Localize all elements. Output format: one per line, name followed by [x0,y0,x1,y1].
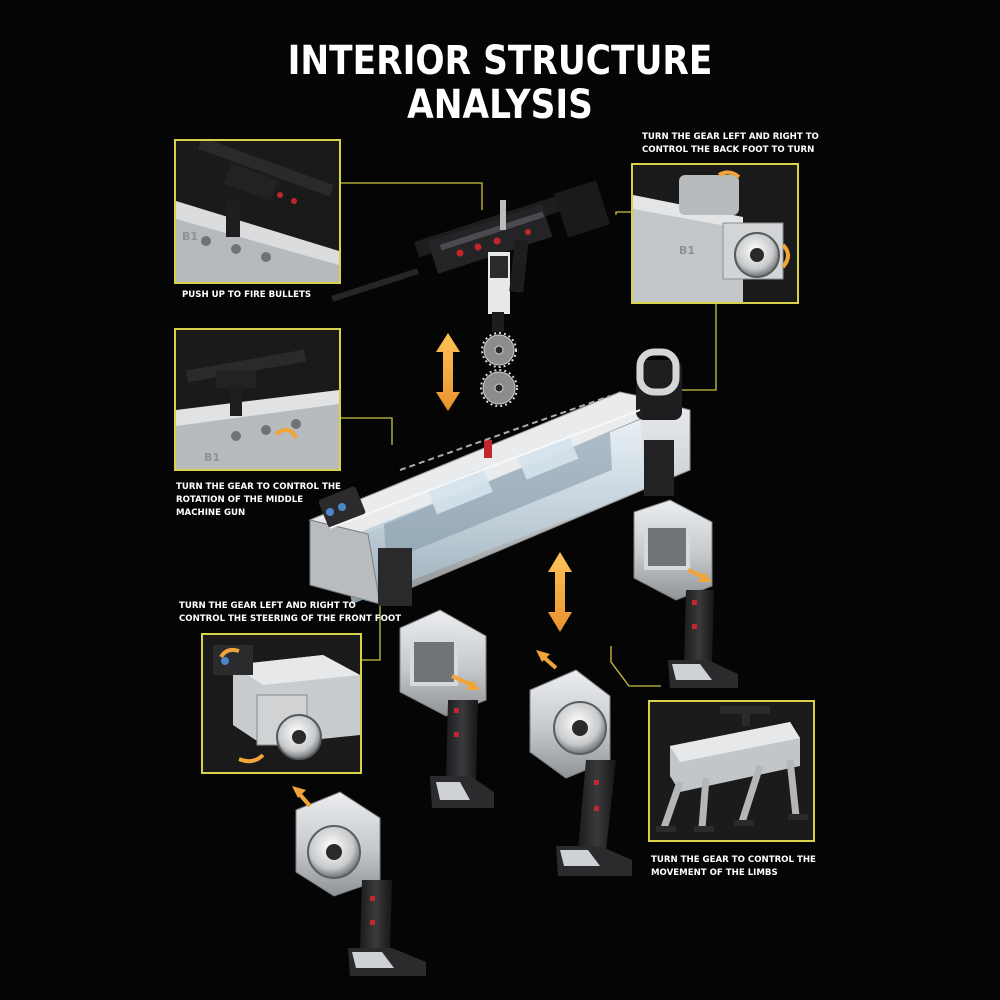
inset-panel-front-foot [201,633,362,774]
caption-limbs-line-2: MOVEMENT OF THE LIMBS [651,868,778,878]
caption-back-foot-line-1: TURN THE GEAR LEFT AND RIGHT TO [642,132,819,142]
leg-front-left-model [399,609,494,808]
caption-limbs-line-1: TURN THE GEAR TO CONTROL THE [651,855,816,865]
inset-body-mark: B1 [182,230,199,243]
leg-rear-left-model [295,791,426,976]
inset-art-limbs [650,702,813,840]
move-arrow-legs [548,552,572,632]
caption-machine-gun-line-2: ROTATION OF THE MIDDLE [176,495,304,505]
rotation-arrows [292,568,712,808]
move-arrow-gear [436,333,460,411]
caption-machine-gun-line-3: MACHINE GUN [176,508,246,518]
leader-lines [341,182,717,687]
inset-art-back-foot [633,165,797,302]
caption-fire-bullets: PUSH UP TO FIRE BULLETS [182,290,312,300]
robot-body-model [308,348,691,606]
caption-machine-gun-line-1: TURN THE GEAR TO CONTROL THE [176,482,341,492]
inset-body-mark: B1 [679,244,696,257]
rifle-model [331,180,611,332]
inset-art-fire [176,141,339,282]
page-title-line-1: INTERIOR STRUCTURE [287,38,713,84]
leg-front-right-model [633,499,738,688]
page-title-line-2: ANALYSIS [407,82,593,128]
inset-panel-fire-bullets: B1 [174,139,341,284]
inset-panel-back-foot: B1 [631,163,799,304]
inset-art-front-foot [203,635,360,772]
gear-parts [482,334,516,405]
inset-body-mark: B1 [204,451,221,464]
inset-art-machine-gun [176,330,339,469]
leg-rear-right-model [529,669,632,876]
caption-front-foot-line-1: TURN THE GEAR LEFT AND RIGHT TO [179,601,356,611]
gear-teeth [480,332,518,407]
inset-panel-machine-gun: B1 [174,328,341,471]
caption-back-foot-line-2: CONTROL THE BACK FOOT TO TURN [642,145,815,155]
inset-panel-limbs [648,700,815,842]
caption-front-foot-line-2: CONTROL THE STEERING OF THE FRONT FOOT [179,614,402,624]
